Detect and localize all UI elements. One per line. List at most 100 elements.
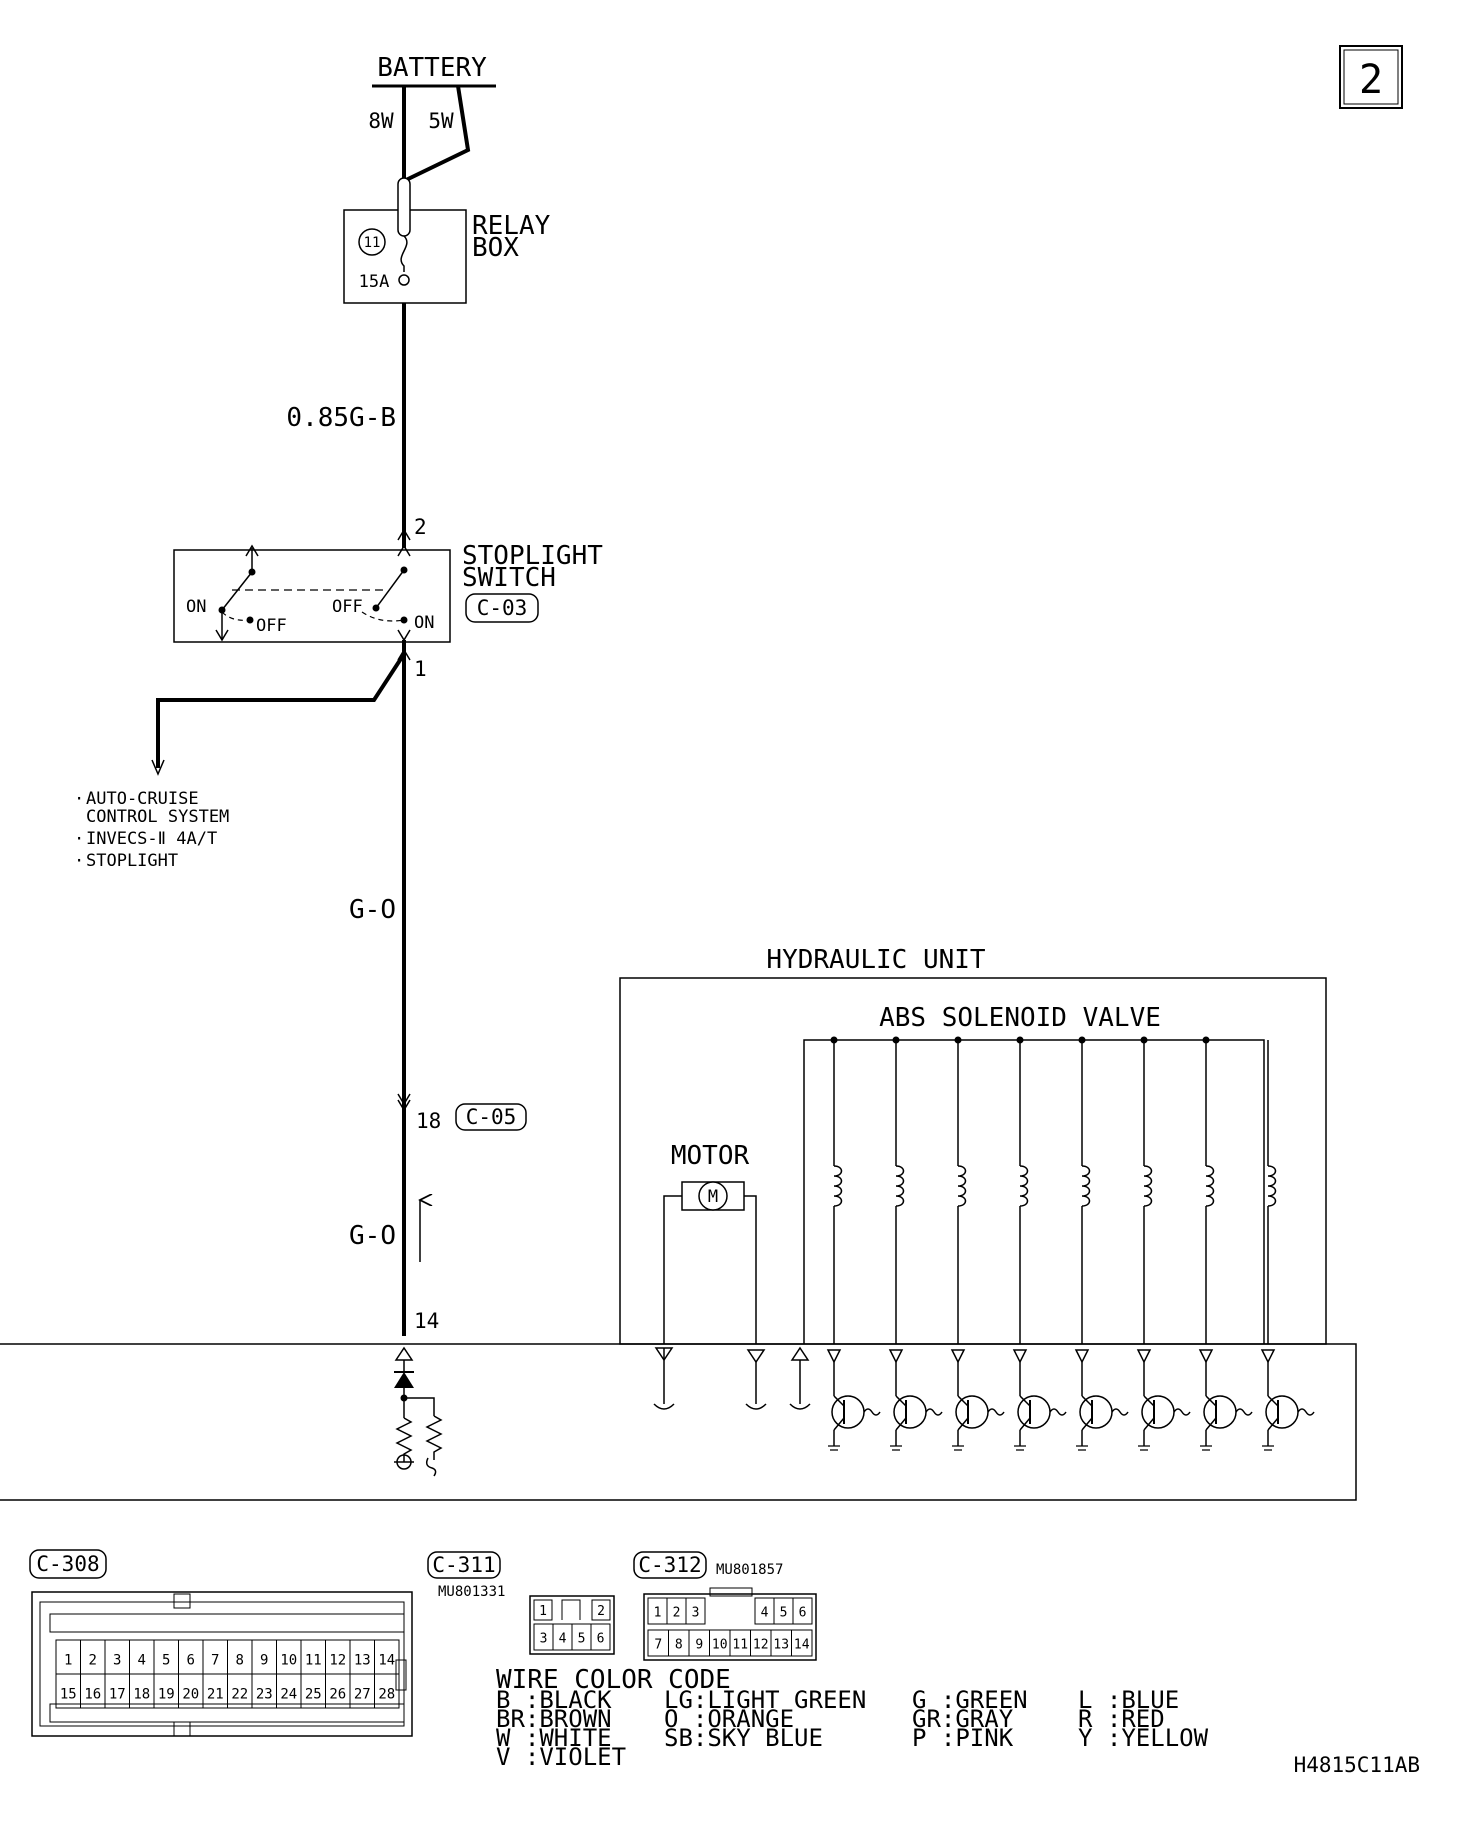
connector-pin: 8 <box>675 1638 683 1653</box>
hydraulic-unit-label: HYDRAULIC UNIT <box>766 945 985 975</box>
c308-id: C-308 <box>36 1552 99 1576</box>
c311-id: C-311 <box>432 1553 495 1577</box>
connector-c05: 18 C-05 <box>397 1093 527 1133</box>
connector-pin: 5 <box>162 1652 170 1668</box>
wire-color-entry: Y :YELLOW <box>1078 1724 1209 1752</box>
motor-label: MOTOR <box>671 1141 750 1171</box>
connector-pin: 4 <box>559 1632 567 1647</box>
connector-pin: 1 <box>654 1606 662 1621</box>
wire-color-entry: P :PINK <box>912 1724 1014 1752</box>
page-number: 2 <box>1359 57 1383 103</box>
solenoid-valves <box>830 1036 1277 1344</box>
switch-label-2: SWITCH <box>462 563 556 593</box>
connector-pin: 21 <box>207 1686 224 1702</box>
connector-pin: 28 <box>378 1686 395 1702</box>
abs-solenoid-valve-label: ABS SOLENOID VALVE <box>879 1003 1161 1033</box>
connector-pin: 5 <box>578 1632 586 1647</box>
solenoid-bus <box>803 1039 1265 1344</box>
switch-label-1: STOPLIGHT <box>462 541 603 571</box>
fuse-symbol <box>400 235 408 272</box>
battery: BATTERY 8W 5W <box>368 53 496 182</box>
wire-color-entry: G :GREEN <box>912 1686 1028 1714</box>
branch-system-2: INVECS-Ⅱ 4A/T <box>86 829 217 849</box>
connector-pin: 3 <box>113 1652 121 1668</box>
connector-pin: 13 <box>773 1638 789 1653</box>
battery-wire-8w: 8W <box>368 109 394 133</box>
battery-label: BATTERY <box>377 53 487 83</box>
solenoid-valve <box>1140 1036 1153 1344</box>
connector-pin: 3 <box>540 1632 548 1647</box>
connector-pin: 22 <box>231 1686 248 1702</box>
wire-color-entry: O :ORANGE <box>664 1705 794 1733</box>
driver-transistor <box>1198 1349 1253 1451</box>
wire-color-entry: LG:LIGHT GREEN <box>664 1686 866 1714</box>
solenoid-valve <box>1016 1036 1029 1344</box>
ecu-pin-14: 14 <box>414 1309 439 1333</box>
wire-color-code-title: WIRE COLOR CODE <box>496 1665 731 1695</box>
driver-transistor <box>1260 1349 1315 1451</box>
connector-pin: 14 <box>378 1652 395 1668</box>
abs-ecu-box: 14 <box>0 1309 1357 1501</box>
driver-transistor <box>826 1349 881 1451</box>
connector-pin: 1 <box>539 1604 547 1619</box>
hydraulic-unit: HYDRAULIC UNIT MOTOR M ABS SOLENOID VALV… <box>619 945 1327 1345</box>
wire-color-entry: R :RED <box>1078 1705 1165 1733</box>
connector-pin: 20 <box>182 1686 199 1702</box>
branch-system-3: STOPLIGHT <box>86 851 178 871</box>
connector-pin: 18 <box>133 1686 150 1702</box>
solenoid-valve <box>1267 1040 1277 1344</box>
motor-m: M <box>708 1187 718 1207</box>
switch-connector-id: C-03 <box>477 596 528 620</box>
main-wire: 0.85G-B G-O G-O <box>286 303 420 1336</box>
connector-pin: 14 <box>794 1638 810 1653</box>
connector-pin: 2 <box>597 1604 605 1619</box>
connector-pin: 4 <box>761 1606 769 1621</box>
stoplight-switch: 2 1 ON OFF OFF ON STOPLIGHT SWITCH C-03 <box>173 515 603 681</box>
connector-pin: 19 <box>158 1686 175 1702</box>
switch-off-right: OFF <box>332 597 363 617</box>
driver-transistor <box>1012 1349 1067 1451</box>
connector-pin: 9 <box>695 1638 703 1653</box>
connector-pin: 12 <box>329 1652 346 1668</box>
valve-driver-transistors <box>826 1349 1315 1451</box>
branch-bullet-1: · <box>74 789 84 809</box>
connector-pin: 16 <box>84 1686 101 1702</box>
wire-color-entry: L :BLUE <box>1078 1686 1179 1714</box>
solenoid-valve <box>954 1036 967 1344</box>
connector-pin: 8 <box>236 1652 244 1668</box>
driver-transistor <box>1136 1349 1191 1451</box>
connector-pin: 6 <box>187 1652 195 1668</box>
relay-box: 11 15A RELAY BOX <box>343 177 551 304</box>
connector-pin: 7 <box>654 1638 662 1653</box>
connector-pin: 24 <box>280 1686 297 1702</box>
connector-pin: 11 <box>732 1638 748 1653</box>
connector-pin: 10 <box>280 1652 297 1668</box>
connector-pin: 15 <box>60 1686 77 1702</box>
connector-pin: 6 <box>597 1632 605 1647</box>
c05-pin: 18 <box>416 1109 441 1133</box>
branch-system-1b: CONTROL SYSTEM <box>86 807 229 827</box>
wire-color-entry: B :BLACK <box>496 1686 612 1714</box>
driver-transistor <box>950 1349 1005 1451</box>
c312-id: C-312 <box>638 1553 701 1577</box>
relay-box-label-2: BOX <box>472 233 519 263</box>
relay-box-label-1: RELAY <box>472 211 551 241</box>
switch-on-right: ON <box>414 613 434 633</box>
connector-pin: 10 <box>712 1638 728 1653</box>
switch-pin-1: 1 <box>414 657 427 681</box>
wire-color-entry: V :VIOLET <box>496 1743 626 1771</box>
connector-pin: 11 <box>305 1652 322 1668</box>
connector-pin: 27 <box>354 1686 371 1702</box>
solenoid-valve <box>892 1036 905 1344</box>
connector-pin: 4 <box>138 1652 146 1668</box>
branch-wire: · AUTO-CRUISE CONTROL SYSTEM · INVECS-Ⅱ … <box>74 652 406 871</box>
wire-label-g-o-lower: G-O <box>349 1221 396 1251</box>
c312-part-no: MU801857 <box>716 1562 783 1578</box>
motor-symbol: M <box>663 1181 757 1344</box>
wire-label-0-85g-b: 0.85G-B <box>286 403 396 433</box>
